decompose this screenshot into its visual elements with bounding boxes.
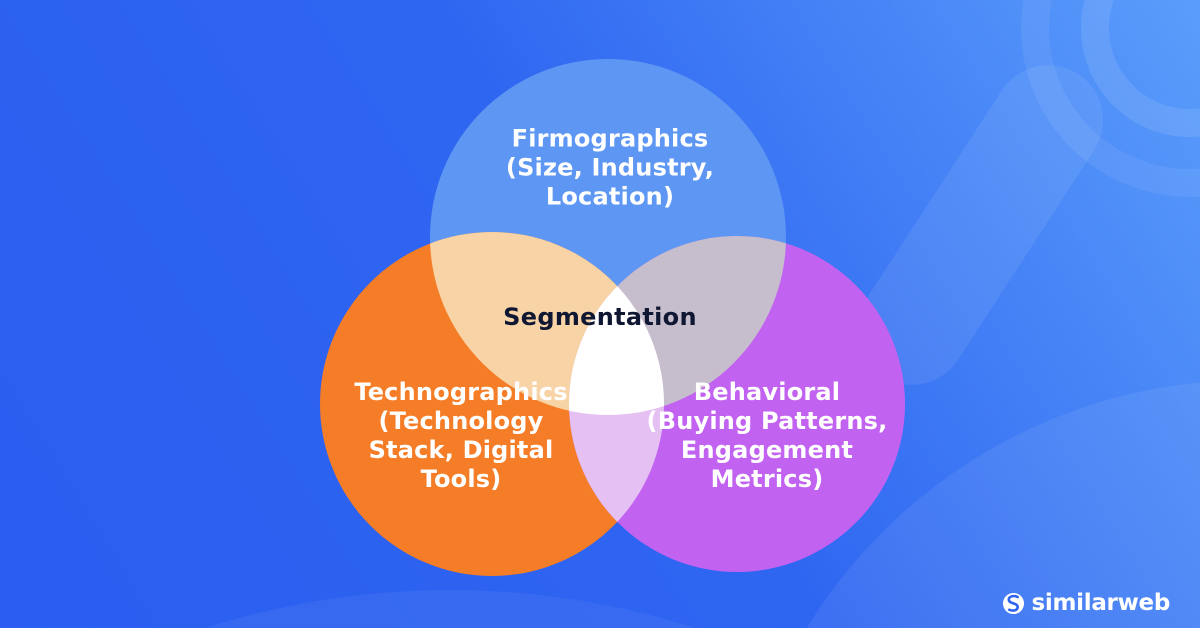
decor-ring-outer: [1021, 0, 1200, 197]
decor-curve-bottom-left: [205, 590, 695, 628]
decor-diagonal-pill: [856, 65, 1104, 385]
brand-logo: similarweb: [1002, 592, 1170, 615]
decor-curve-bottom-right: [806, 382, 1200, 628]
similarweb-swirl-icon: [1002, 592, 1024, 615]
decor-ring-inner: [1081, 0, 1200, 137]
brand-wordmark: similarweb: [1031, 590, 1171, 616]
